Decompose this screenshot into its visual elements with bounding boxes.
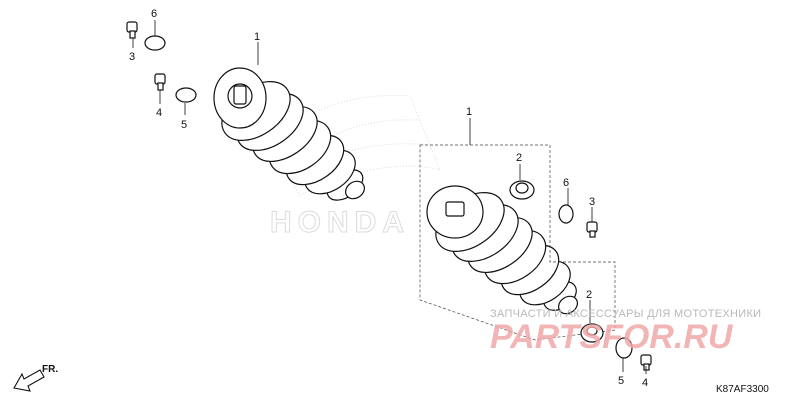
shock-absorber-left <box>213 67 365 201</box>
washer-top-left <box>144 35 166 51</box>
callout-bolt-top-left: 3 <box>129 51 135 63</box>
diagram-code: K87AF3300 <box>716 384 769 395</box>
callout-bushing-upper: 2 <box>516 152 522 164</box>
shock-absorber-right <box>426 185 578 315</box>
bushing-upper <box>509 180 535 200</box>
direction-label: FR. <box>42 364 58 375</box>
callout-shock-left: 1 <box>254 31 260 43</box>
callout-washer-left-mid: 5 <box>181 119 187 131</box>
washer-right <box>558 204 574 224</box>
callout-washer-bottom: 5 <box>618 375 624 387</box>
bolt-top-left <box>126 21 138 39</box>
bolt-bottom <box>640 354 652 371</box>
shop-caption: ЗАПЧАСТИ И АКСЕССУАРЫ ДЛЯ МОТОТЕХНИКИ <box>490 308 761 320</box>
callout-washer-right: 6 <box>563 177 569 189</box>
washer-bottom <box>615 337 633 359</box>
callout-bolt-right: 3 <box>589 196 595 208</box>
bolt-right <box>586 221 598 238</box>
bushing-lower <box>580 323 604 343</box>
callout-bolt-bottom: 4 <box>642 377 648 389</box>
assembly-outline <box>419 144 616 341</box>
washer-left-mid <box>175 87 197 103</box>
leader-lines <box>132 20 647 374</box>
shop-name: PARTSFOR.RU <box>490 318 734 356</box>
arrow-left-down-icon <box>13 369 45 392</box>
bolt-left-mid <box>154 73 166 91</box>
callout-washer-top-left: 6 <box>151 8 157 20</box>
callout-bolt-left-mid: 4 <box>156 107 162 119</box>
callout-bushing-lower: 2 <box>586 289 592 301</box>
honda-wordmark: HONDA <box>270 206 410 239</box>
callout-shock-right: 1 <box>466 106 472 118</box>
